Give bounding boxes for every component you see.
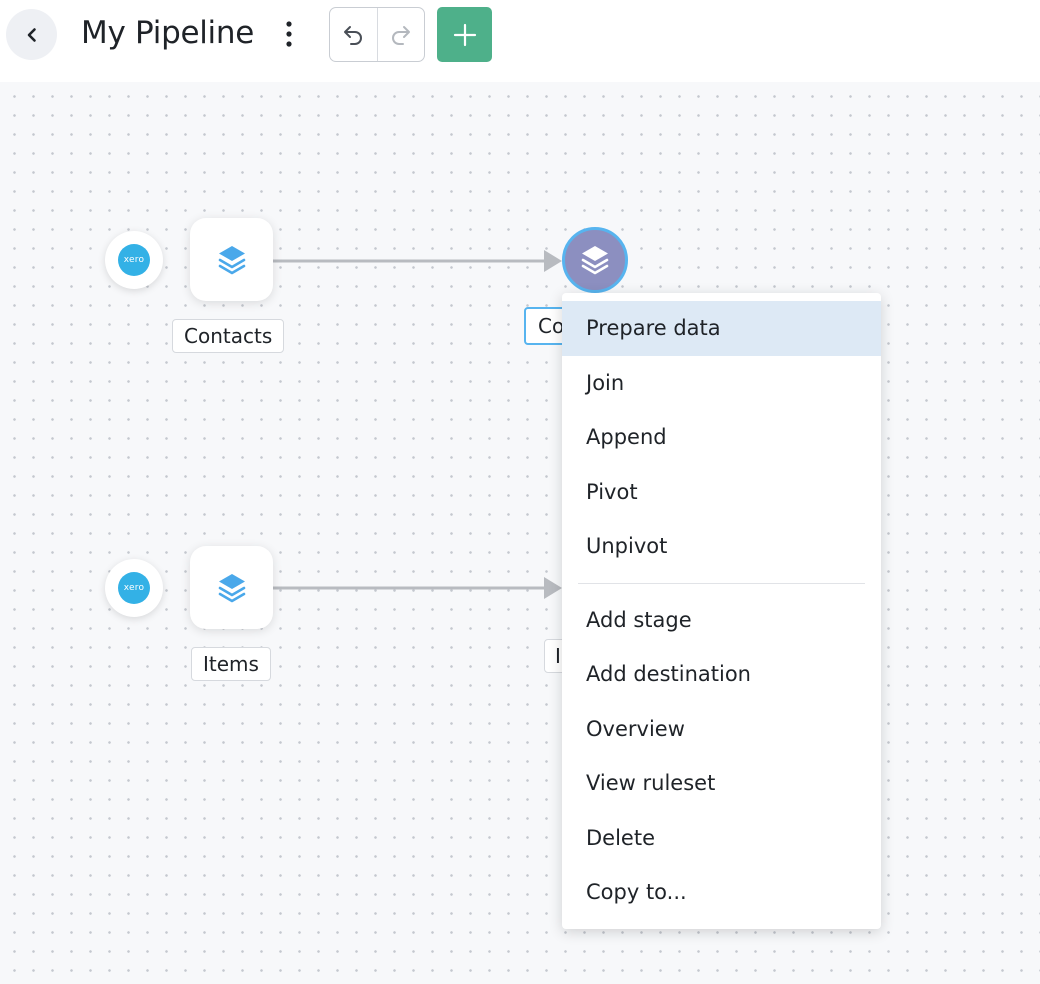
- vertical-ellipsis-icon: [286, 21, 292, 47]
- back-button[interactable]: [6, 9, 57, 60]
- dataset-label-contacts[interactable]: Contacts: [172, 319, 285, 353]
- menu-item-copy-to[interactable]: Copy to...: [586, 880, 687, 904]
- menu-item-unpivot[interactable]: Unpivot: [586, 534, 668, 558]
- pipeline-title[interactable]: My Pipeline: [81, 15, 254, 51]
- menu-item-delete[interactable]: Delete: [586, 825, 655, 850]
- layers-icon: [218, 245, 245, 274]
- add-button[interactable]: [437, 7, 492, 62]
- stage-node-contacts[interactable]: [562, 227, 628, 293]
- menu-item-join[interactable]: Join: [586, 370, 625, 395]
- menu-item-view-ruleset[interactable]: View ruleset: [586, 771, 716, 795]
- dataset-node-contacts[interactable]: [190, 218, 273, 301]
- redo-button[interactable]: [376, 8, 425, 61]
- menu-divider: [578, 582, 865, 584]
- pipeline-canvas[interactable]: [0, 82, 1040, 984]
- undo-redo-group: [329, 7, 425, 62]
- undo-icon: [344, 25, 363, 45]
- dataset-node-items[interactable]: [190, 546, 273, 629]
- menu-item-add-destination[interactable]: Add destination: [586, 662, 751, 686]
- layers-icon: [581, 246, 609, 275]
- menu-item-append[interactable]: Append: [586, 425, 667, 449]
- top-bar: My Pipeline: [0, 0, 1040, 82]
- plus-icon: [453, 23, 476, 46]
- chevron-left-icon: [27, 27, 36, 42]
- menu-item-prepare-data[interactable]: Prepare data: [562, 301, 881, 356]
- menu-item-pivot[interactable]: Pivot: [586, 479, 638, 504]
- xero-source-contacts[interactable]: xero: [105, 231, 163, 289]
- stage-context-menu: Prepare data Join Append Pivot Unpivot A…: [562, 293, 881, 929]
- layers-icon: [218, 573, 245, 602]
- more-options-button[interactable]: [275, 16, 303, 52]
- menu-item-overview[interactable]: Overview: [586, 716, 685, 741]
- redo-icon: [391, 25, 410, 45]
- xero-logo-icon: xero: [118, 572, 150, 604]
- undo-button[interactable]: [330, 8, 377, 61]
- xero-logo-icon: xero: [118, 244, 150, 276]
- menu-item-add-stage[interactable]: Add stage: [586, 607, 692, 632]
- xero-source-items[interactable]: xero: [105, 559, 163, 617]
- dataset-label-items[interactable]: Items: [191, 647, 271, 681]
